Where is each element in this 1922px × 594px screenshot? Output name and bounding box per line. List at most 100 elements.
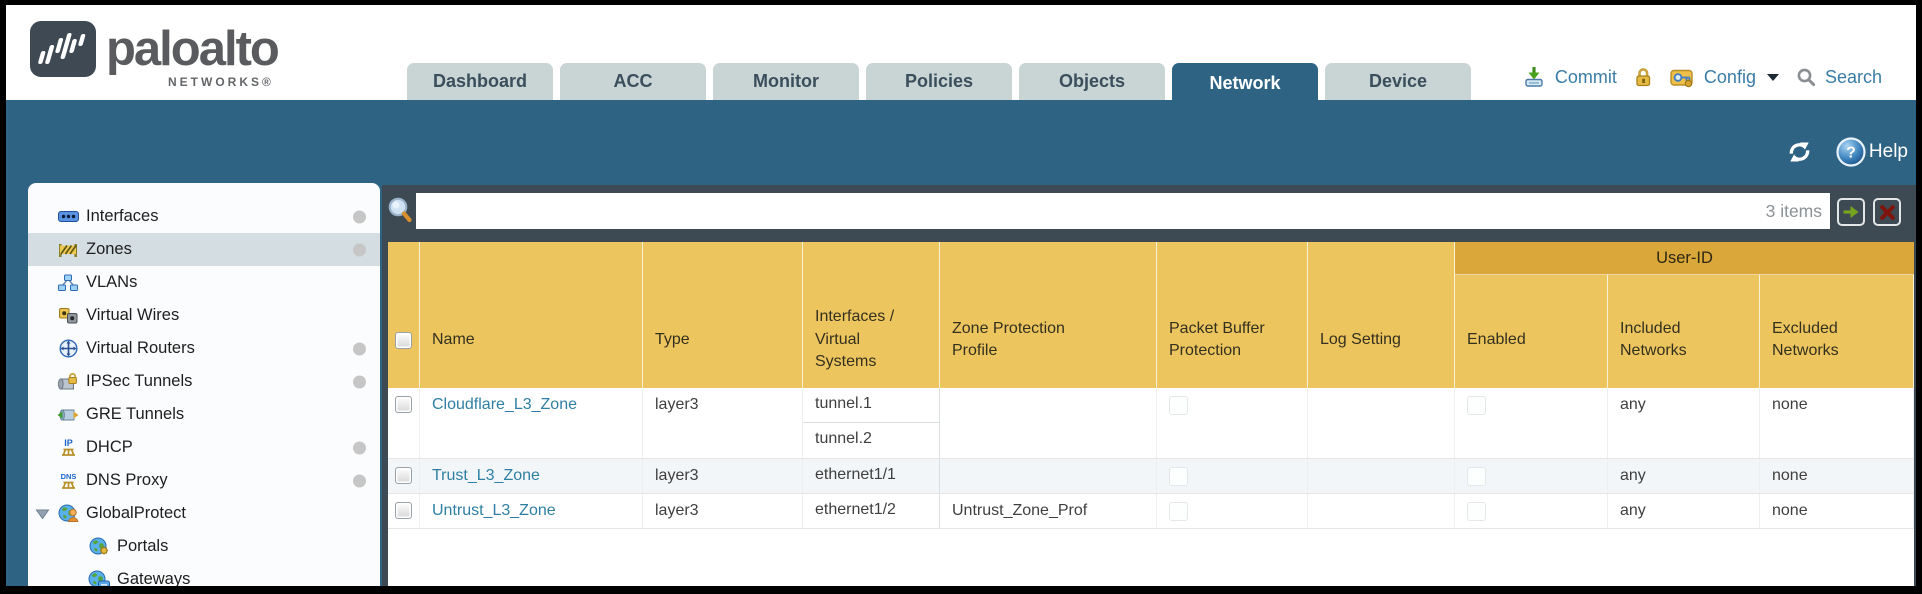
column-header-interfaces-virtual-systems[interactable]: Interfaces / Virtual Systems <box>803 242 940 388</box>
filter-input[interactable] <box>416 193 1830 229</box>
portals-icon <box>88 537 110 556</box>
search-icon[interactable] <box>1796 67 1816 87</box>
packet-buffer-protection-cell <box>1157 494 1308 528</box>
search-button[interactable]: Search <box>1824 66 1882 87</box>
column-header-zone-protection-profile[interactable]: Zone Protection Profile <box>940 242 1157 388</box>
column-header-type[interactable]: Type <box>643 242 803 388</box>
dns-proxy-icon: DNS <box>57 471 79 490</box>
config-caret-icon[interactable] <box>1766 73 1779 81</box>
help-button[interactable]: ? Help <box>1835 136 1908 168</box>
type-cell: layer3 <box>643 388 803 458</box>
sidebar-item-portals[interactable]: Portals <box>28 530 380 563</box>
sidebar-item-label: IPSec Tunnels <box>86 372 193 390</box>
sidebar-item-interfaces[interactable]: Interfaces <box>28 200 380 233</box>
sidebar-item-zones[interactable]: Zones <box>28 233 380 266</box>
brand-name: paloalto <box>106 22 280 76</box>
ipsec-tunnels-icon <box>57 372 79 391</box>
commit-button[interactable]: Commit <box>1554 66 1617 87</box>
sidebar-item-label: Virtual Routers <box>86 339 195 357</box>
column-header-included-networks[interactable]: Included Networks <box>1608 242 1760 388</box>
sidebar-item-virtual-routers[interactable]: Virtual Routers <box>28 332 380 365</box>
column-header-select[interactable] <box>388 242 420 388</box>
help-label: Help <box>1868 141 1908 162</box>
user-id-enabled-checkbox[interactable] <box>1467 502 1486 521</box>
tab-monitor[interactable]: Monitor <box>713 63 859 100</box>
user-id-enabled-checkbox[interactable] <box>1467 396 1486 415</box>
packet-buffer-protection-cell <box>1157 388 1308 458</box>
svg-text:DNS: DNS <box>60 472 76 481</box>
packet-buffer-protection-checkbox[interactable] <box>1169 502 1188 521</box>
row-select-checkbox[interactable] <box>395 502 412 519</box>
tab-label: Network <box>1209 72 1281 93</box>
column-header-packet-buffer-protection[interactable]: Packet Buffer Protection <box>1157 242 1308 388</box>
user-id-enabled-checkbox[interactable] <box>1467 467 1486 486</box>
sidebar-item-virtual-wires[interactable]: Virtual Wires <box>28 299 380 332</box>
user-id-enabled-cell <box>1455 494 1608 528</box>
config-menu-button[interactable]: Config <box>1703 66 1756 87</box>
column-header-log-setting[interactable]: Log Setting <box>1308 242 1455 388</box>
column-header-label: Enabled <box>1467 330 1526 348</box>
sidebar-item-gateways[interactable]: Gateways <box>28 563 380 586</box>
tab-network[interactable]: Network <box>1172 63 1318 103</box>
tab-device[interactable]: Device <box>1325 63 1471 100</box>
name-cell: Trust_L3_Zone <box>420 459 643 493</box>
included-networks-cell: any <box>1608 459 1760 493</box>
zone-protection-profile-cell: Untrust_Zone_Prof <box>940 494 1157 528</box>
included-networks-cell: any <box>1608 388 1760 458</box>
excluded-networks-cell: none <box>1760 459 1914 493</box>
expander-icon[interactable] <box>35 508 50 520</box>
sidebar-item-ipsec-tunnels[interactable]: IPSec Tunnels <box>28 365 380 398</box>
packet-buffer-protection-checkbox[interactable] <box>1169 467 1188 486</box>
included-networks-cell: any <box>1608 494 1760 528</box>
column-header-name[interactable]: Name <box>420 242 643 388</box>
column-header-label: Packet Buffer Protection <box>1169 319 1265 359</box>
clear-filter-button[interactable] <box>1873 198 1901 226</box>
row-select-cell <box>388 494 420 528</box>
sidebar-item-vlans[interactable]: VLANs <box>28 266 380 299</box>
column-header-label: Type <box>655 330 690 348</box>
tab-label: Monitor <box>753 71 819 91</box>
select-all-checkbox[interactable] <box>395 331 412 349</box>
config-icon[interactable] <box>1669 65 1695 89</box>
tab-policies[interactable]: Policies <box>866 63 1012 100</box>
tab-label: Dashboard <box>432 71 528 91</box>
apply-filter-button[interactable] <box>1837 198 1865 226</box>
vlans-icon <box>57 274 79 292</box>
tab-objects[interactable]: Objects <box>1019 63 1165 100</box>
sidebar-item-gre-tunnels[interactable]: GRE Tunnels <box>28 398 380 431</box>
gre-tunnels-icon <box>57 407 79 423</box>
sidebar-item-globalprotect[interactable]: GlobalProtect <box>28 497 380 530</box>
lock-icon[interactable] <box>1632 66 1654 88</box>
paloalto-logo-icon <box>30 21 96 77</box>
tab-dashboard[interactable]: Dashboard <box>407 63 553 100</box>
status-dot <box>353 342 366 355</box>
commit-icon[interactable] <box>1522 65 1546 89</box>
name-cell: Untrust_L3_Zone <box>420 494 643 528</box>
zone-name-link[interactable]: Untrust_L3_Zone <box>432 502 556 519</box>
row-select-checkbox[interactable] <box>395 467 412 484</box>
row-select-checkbox[interactable] <box>395 396 412 413</box>
sidebar-item-label: Gateways <box>117 570 191 586</box>
svg-text:IP: IP <box>64 438 73 448</box>
zone-name-link[interactable]: Cloudflare_L3_Zone <box>432 396 577 413</box>
excluded-networks-cell: none <box>1760 388 1914 458</box>
column-header-enabled[interactable]: Enabled <box>1455 242 1608 388</box>
refresh-icon[interactable] <box>1786 139 1813 165</box>
zone-name-link[interactable]: Trust_L3_Zone <box>432 467 540 484</box>
status-dot <box>353 474 366 487</box>
column-header-excluded-networks[interactable]: Excluded Networks <box>1760 242 1914 388</box>
tab-acc[interactable]: ACC <box>560 63 706 100</box>
status-dot <box>353 210 366 223</box>
sidebar-item-label: GlobalProtect <box>86 504 186 522</box>
packet-buffer-protection-checkbox[interactable] <box>1169 396 1188 415</box>
